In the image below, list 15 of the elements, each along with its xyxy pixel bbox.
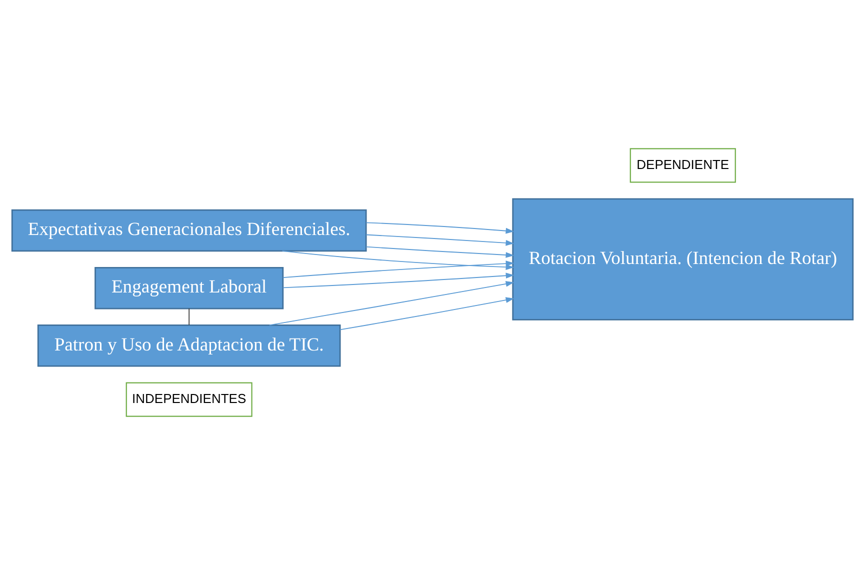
node-box: Expectativas Generacionales Diferenciales. <box>11 208 367 252</box>
arrow <box>268 280 514 326</box>
node-box: DEPENDIENTE <box>630 148 736 182</box>
node-box: Patron y Uso de Adaptacion de TIC. <box>37 324 341 366</box>
arrow <box>366 222 514 234</box>
arrow <box>282 260 514 278</box>
arrow <box>366 246 514 258</box>
arrow <box>340 296 514 330</box>
node-box: Engagement Laboral <box>94 266 284 309</box>
node-box: INDEPENDIENTES <box>126 382 252 416</box>
connector <box>188 308 190 325</box>
arrow <box>282 272 514 288</box>
node-box: Rotacion Voluntaria. (Intencion de Rotar) <box>512 198 854 320</box>
arrow <box>366 234 514 246</box>
arrow <box>282 250 514 270</box>
